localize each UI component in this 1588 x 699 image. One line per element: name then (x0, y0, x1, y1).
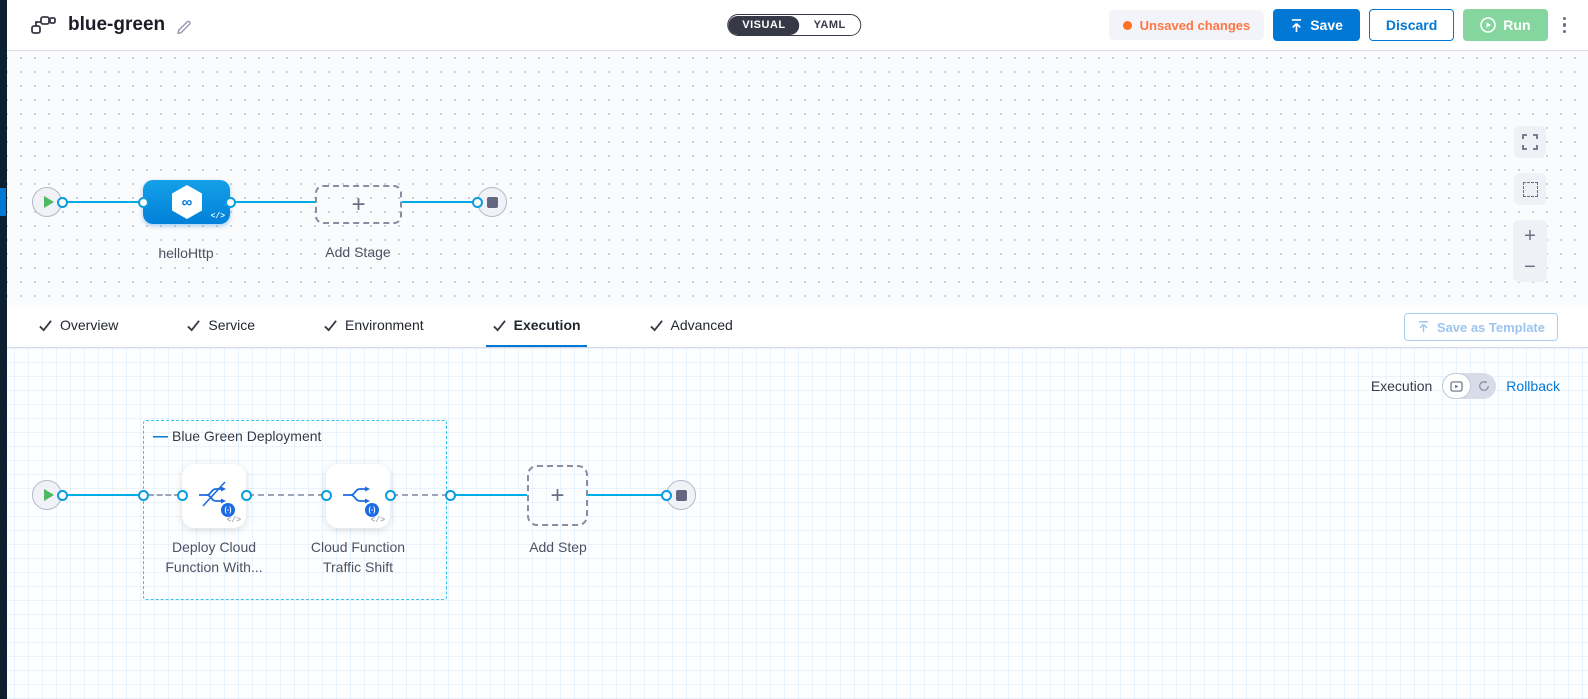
connector-dashed (392, 494, 448, 496)
add-step-button[interactable]: + (527, 465, 588, 526)
rollback-mode-icon[interactable] (1471, 380, 1496, 392)
execution-start-node[interactable] (32, 480, 62, 510)
step-deploy-cloud-function[interactable]: (-) </> (182, 464, 246, 528)
step-group-label: Blue Green Deployment (172, 428, 322, 444)
node-port[interactable] (138, 490, 149, 501)
rollback-link[interactable]: Rollback (1506, 378, 1560, 394)
connector (588, 494, 666, 496)
more-options-icon[interactable] (1557, 13, 1573, 38)
fullscreen-button[interactable] (1514, 126, 1546, 158)
add-step-label: Add Step (529, 539, 587, 555)
connector (230, 201, 315, 203)
execution-canvas[interactable]: Execution Rollback — Blue Green Deployme… (0, 348, 1588, 699)
connector (62, 494, 143, 496)
node-port[interactable] (138, 197, 149, 208)
stop-icon (486, 196, 498, 208)
node-port[interactable] (472, 197, 483, 208)
visual-yaml-toggle[interactable]: VISUAL YAML (727, 14, 861, 36)
header: blue-green VISUAL YAML Unsaved changes S… (0, 0, 1588, 51)
connector-dashed (248, 494, 324, 496)
check-icon (187, 319, 201, 332)
stop-icon (675, 489, 687, 501)
node-port[interactable] (177, 490, 188, 501)
node-port[interactable] (385, 490, 396, 501)
pipeline-end-node[interactable] (477, 187, 507, 217)
node-port[interactable] (661, 490, 672, 501)
node-port[interactable] (241, 490, 252, 501)
connector (62, 201, 143, 203)
plus-icon: + (550, 481, 565, 509)
step-badge-icon: (-) (365, 503, 379, 517)
check-icon (649, 319, 663, 332)
connector-dashed (148, 494, 180, 496)
collapsed-sidebar[interactable] (0, 0, 7, 699)
node-port[interactable] (225, 197, 236, 208)
play-icon (43, 196, 54, 208)
zoom-in-button[interactable]: + (1524, 224, 1536, 247)
step-cloud-function-traffic-shift[interactable]: (-) </> (326, 464, 390, 528)
traffic-shift-disabled-icon (199, 481, 226, 507)
check-icon (39, 319, 52, 332)
pipeline-title: blue-green (68, 14, 166, 35)
execution-mode-label: Execution (1370, 378, 1433, 394)
marquee-icon (1522, 181, 1538, 197)
zoom-out-button[interactable]: − (1524, 255, 1536, 278)
stage-label: helloHttp (158, 245, 214, 261)
execution-mode-icon[interactable] (1442, 373, 1472, 399)
code-icon: </> (370, 516, 385, 525)
node-port[interactable] (445, 490, 456, 501)
connector (452, 494, 527, 496)
save-as-template-button[interactable]: Save as Template (1403, 313, 1558, 341)
run-button[interactable]: Run (1463, 9, 1548, 41)
fit-selection-button[interactable] (1514, 173, 1546, 205)
step-group-boundary (143, 420, 447, 600)
toggle-yaml[interactable]: YAML (799, 15, 860, 35)
step-label: Deploy Cloud Function With... (165, 539, 263, 575)
check-icon (324, 319, 337, 332)
unsaved-dot-icon (1122, 20, 1132, 30)
run-play-icon (1480, 17, 1497, 33)
pipeline-icon (30, 13, 56, 37)
tab-service[interactable]: Service (180, 305, 261, 347)
tab-environment[interactable]: Environment (317, 305, 430, 347)
edit-title-icon[interactable] (175, 16, 193, 34)
node-port[interactable] (57, 490, 68, 501)
execution-mode-row: Execution Rollback (1371, 373, 1560, 399)
execution-rollback-toggle[interactable] (1442, 373, 1497, 399)
step-label: Cloud Function Traffic Shift (310, 539, 406, 575)
play-icon (43, 489, 54, 501)
sidebar-active-indicator (0, 188, 6, 216)
stage-canvas[interactable]: ∞ </> helloHttp + Add Stage + − (0, 51, 1588, 305)
discard-button[interactable]: Discard (1368, 9, 1455, 41)
stage-hellohttp[interactable]: ∞ </> (143, 180, 230, 224)
stage-tabs: Overview Service Environment Execution A… (0, 305, 1588, 348)
add-stage-label: Add Stage (325, 244, 391, 260)
stage-type-icon: ∞ (170, 184, 204, 220)
toggle-visual[interactable]: VISUAL (728, 15, 800, 35)
fullscreen-icon (1522, 134, 1538, 150)
tab-overview[interactable]: Overview (32, 305, 124, 347)
collapse-group-icon[interactable]: — (153, 427, 168, 445)
code-icon: </> (210, 212, 225, 221)
code-icon: </> (226, 516, 241, 525)
check-icon (492, 319, 506, 332)
tab-execution[interactable]: Execution (485, 305, 587, 347)
unsaved-changes-badge: Unsaved changes (1108, 10, 1265, 40)
svg-text:∞: ∞ (181, 194, 192, 211)
add-stage-button[interactable]: + (315, 185, 402, 224)
tab-advanced[interactable]: Advanced (643, 305, 739, 347)
save-upload-icon (1292, 18, 1302, 32)
node-port[interactable] (57, 197, 68, 208)
plus-icon: + (351, 190, 366, 218)
step-group-header[interactable]: — Blue Green Deployment (153, 428, 321, 444)
traffic-shift-icon (343, 486, 370, 504)
zoom-controls: + − (1513, 220, 1547, 282)
save-button[interactable]: Save (1273, 9, 1360, 41)
connector (402, 201, 477, 203)
step-badge-icon: (-) (221, 503, 235, 517)
template-upload-icon (1418, 321, 1428, 333)
node-port[interactable] (321, 490, 332, 501)
